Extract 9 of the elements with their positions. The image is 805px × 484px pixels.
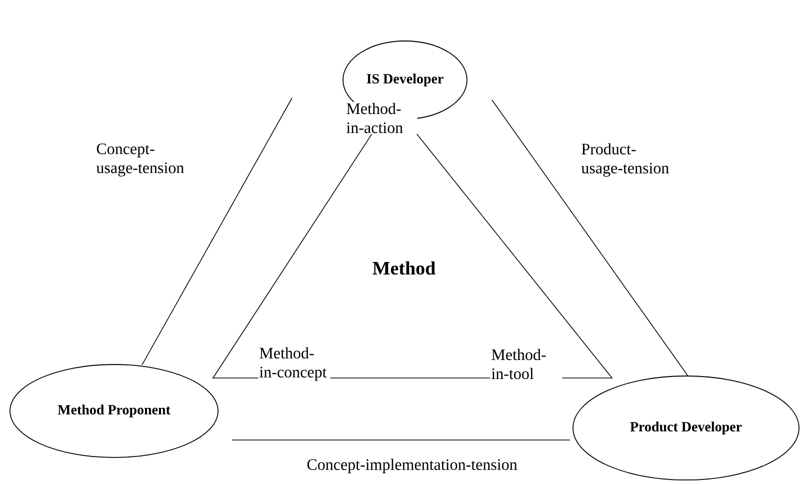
triangle-title: Method — [371, 260, 437, 276]
corner-label: Method-in-action — [345, 102, 418, 134]
edge-label: Product-usage-tension — [581, 143, 669, 177]
corner-label: Method-in-concept — [258, 346, 330, 382]
edge-label: Concept-implementation-tension — [307, 458, 518, 474]
connector-line — [492, 100, 688, 376]
corner-label: Method-in-tool — [490, 348, 562, 380]
connector-line — [142, 98, 292, 366]
edge-label: Concept-usage-tension — [96, 143, 184, 176]
